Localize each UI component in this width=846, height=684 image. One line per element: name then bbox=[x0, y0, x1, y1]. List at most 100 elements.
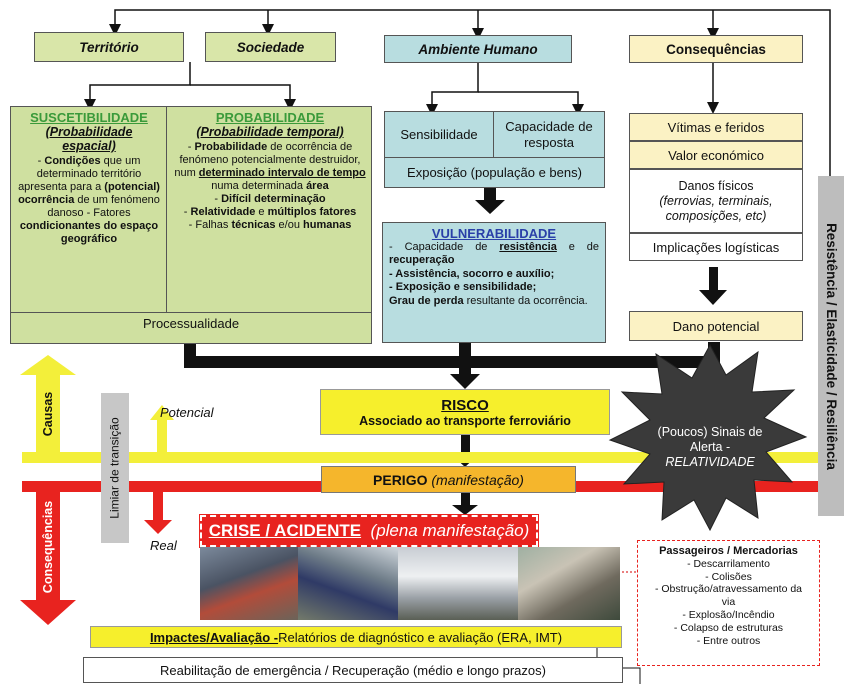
txt: resultante da ocorrência. bbox=[463, 294, 588, 307]
label-resistencia: Resistência / Elasticidade / Resiliência bbox=[823, 222, 839, 470]
prob-l1: - Probabilidade de ocorrência de fenómen… bbox=[174, 141, 366, 192]
txt: (potencial) ocorrência bbox=[18, 181, 160, 206]
label-danos-sub: (ferrovias, terminais, composições, etc) bbox=[659, 193, 773, 223]
box-perigo: PERIGO (manifestação) bbox=[321, 466, 576, 493]
txt: e bbox=[255, 206, 268, 218]
alerta-l1: (Poucos) Sinais de bbox=[657, 425, 763, 439]
box-passageiros: Passageiros / Mercadorias - Descarrilame… bbox=[637, 540, 820, 666]
alerta-l2: Alerta - bbox=[689, 440, 731, 454]
box-capacidade: Capacidade de resposta bbox=[493, 111, 605, 158]
txt: condicionantes do espaço geográfico bbox=[19, 220, 159, 245]
perigo-a: PERIGO bbox=[373, 471, 428, 488]
vuln-title: VULNERABILIDADE bbox=[431, 226, 557, 241]
vuln-p1: - Capacidade de resistência e de recuper… bbox=[389, 241, 599, 268]
label-vitimas: Vítimas e feridos bbox=[667, 119, 765, 135]
susc-block: SUSCETIBILIDADE (Probabilidade espacial)… bbox=[14, 110, 164, 246]
passageiros-item: - Descarrilamento bbox=[687, 557, 770, 570]
label-reabilitacao: Reabilitação de emergência / Recuperação… bbox=[160, 662, 546, 678]
txt: Probabilidade bbox=[194, 141, 268, 153]
txt: de ocorrência de fenómeno potencialmente… bbox=[174, 141, 361, 179]
susc-body: - Condições que um determinado territóri… bbox=[18, 155, 160, 245]
txt: numa determinada bbox=[211, 180, 307, 192]
photo-accident-2 bbox=[298, 547, 398, 620]
txt: - Capacidade de bbox=[389, 240, 500, 253]
label-capacidade: Capacidade de resposta bbox=[505, 118, 593, 150]
label-real: Real bbox=[150, 538, 177, 553]
txt: determinado intervalo de tempo bbox=[198, 167, 366, 179]
box-implicacoes: Implicações logísticas bbox=[629, 233, 803, 261]
txt: Grau de perda bbox=[389, 294, 464, 307]
impactes-a: Impactes/Avaliação - bbox=[149, 629, 279, 645]
susc-title: SUSCETIBILIDADE bbox=[30, 110, 148, 125]
label-sens: Sensibilidade bbox=[400, 127, 478, 142]
box-dano-potencial: Dano potencial bbox=[629, 311, 803, 341]
passageiros-item: - Obstrução/atravessamento da via bbox=[654, 583, 803, 609]
label-implicacoes: Implicações logísticas bbox=[652, 239, 780, 255]
alerta-text: (Poucos) Sinais de Alerta - RELATIVIDADE bbox=[640, 425, 780, 470]
box-danos: Danos físicos (ferrovias, terminais, com… bbox=[629, 169, 803, 233]
box-impactes: Impactes/Avaliação - Relatórios de diagn… bbox=[90, 626, 622, 648]
photo-accident-1 bbox=[200, 547, 298, 620]
label-causas: Causas bbox=[41, 391, 56, 436]
passageiros-title: Passageiros / Mercadorias bbox=[659, 545, 798, 557]
box-vitimas: Vítimas e feridos bbox=[629, 113, 803, 141]
prob-l4: - Falhas técnicas e/ou humanas bbox=[171, 219, 369, 232]
txt: Condições bbox=[44, 155, 101, 167]
passageiros-item: - Colapso de estruturas bbox=[673, 621, 784, 634]
txt: e/ou bbox=[275, 219, 304, 231]
impactes-b: Relatórios de diagnóstico e avaliação (E… bbox=[278, 629, 563, 645]
perigo-b: (manifestação) bbox=[431, 471, 524, 488]
txt: de um fenómeno danoso - Fatores bbox=[47, 194, 160, 219]
box-ambiente-humano: Ambiente Humano bbox=[384, 35, 572, 63]
label-sociedade: Sociedade bbox=[236, 39, 305, 55]
box-territorio: Território bbox=[34, 32, 184, 62]
passageiros-item: - Entre outros bbox=[696, 634, 761, 647]
crise-b: (plena manifestação) bbox=[370, 521, 530, 540]
box-risco: RISCO Associado ao transporte ferroviári… bbox=[320, 389, 610, 435]
txt: Relatividade bbox=[190, 206, 256, 218]
txt: e de bbox=[556, 240, 599, 253]
box-consequencias: Consequências bbox=[629, 35, 803, 63]
box-crise: CRISE / ACIDENTE (plena manifestação) bbox=[199, 514, 539, 548]
label-potencial: Potencial bbox=[160, 405, 214, 420]
prob-title: PROBABILIDADE bbox=[215, 110, 325, 125]
box-valor: Valor económico bbox=[629, 141, 803, 169]
box-sociedade: Sociedade bbox=[205, 32, 336, 62]
resistencia-wrap: Resistência / Elasticidade / Resiliência bbox=[818, 176, 844, 516]
prob-l2: - Difícil determinação bbox=[214, 193, 326, 205]
passageiros-item: - Colisões bbox=[705, 570, 752, 583]
crise-a: CRISE / ACIDENTE bbox=[208, 521, 362, 540]
box-exposicao: Exposição (população e bens) bbox=[384, 157, 605, 188]
photo-accident-3 bbox=[398, 547, 518, 620]
txt: - Falhas bbox=[188, 219, 232, 231]
susc-sub2: espacial) bbox=[62, 139, 116, 153]
passageiros-item: - Explosão/Incêndio bbox=[682, 608, 775, 621]
divider bbox=[10, 312, 372, 313]
vuln-p3: - Exposição e sensibilidade; bbox=[389, 281, 537, 293]
txt: múltiplos fatores bbox=[267, 206, 357, 218]
box-sensibilidade: Sensibilidade bbox=[384, 111, 494, 158]
limiar-wrap: Limiar de transição bbox=[101, 393, 129, 543]
label-exposicao: Exposição (população e bens) bbox=[407, 165, 582, 180]
divider bbox=[166, 106, 167, 312]
box-vulnerabilidade: VULNERABILIDADE - Capacidade de resistên… bbox=[382, 222, 606, 343]
label-valor: Valor económico bbox=[668, 147, 764, 163]
prob-sub: (Probabilidade temporal) bbox=[196, 125, 344, 139]
consequencias-wrap: Consequências bbox=[36, 492, 60, 602]
prob-block: PROBABILIDADE (Probabilidade temporal) -… bbox=[171, 110, 369, 232]
risco-sub: Associado ao transporte ferroviário bbox=[359, 413, 571, 428]
label-consequencias: Consequências bbox=[666, 41, 766, 57]
txt: humanas bbox=[303, 219, 352, 231]
vuln-p4: Grau de perda resultante da ocorrência. bbox=[389, 295, 599, 309]
box-reabilitacao: Reabilitação de emergência / Recuperação… bbox=[83, 657, 623, 683]
txt: que um determinado território apresenta … bbox=[18, 155, 142, 193]
prob-l3: - Relatividade e múltiplos fatores bbox=[183, 206, 357, 218]
box-suscetibilidade-probabilidade bbox=[10, 106, 372, 344]
bar-resistencia bbox=[818, 176, 844, 516]
label-danos: Danos físicos bbox=[678, 178, 754, 193]
label-ambiente: Ambiente Humano bbox=[418, 41, 538, 57]
txt: resistência bbox=[499, 240, 557, 253]
txt: Difícil determinação bbox=[221, 193, 326, 205]
label-consequencias-arrow: Consequências bbox=[41, 500, 56, 594]
susc-sub1: (Probabilidade bbox=[45, 125, 133, 139]
